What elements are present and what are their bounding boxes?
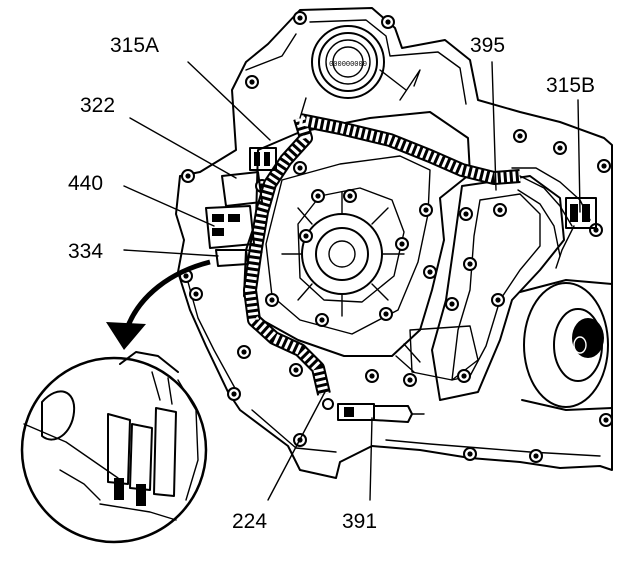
label-391: 391 [342, 510, 377, 533]
leader-322 [129, 117, 237, 179]
detail-inset [20, 351, 208, 544]
label-224: 224 [232, 510, 267, 533]
bearing: 000000000 [311, 25, 385, 99]
leader-334 [123, 249, 219, 257]
output-shaft [519, 279, 613, 411]
label-395: 395 [470, 34, 505, 57]
center-hub [281, 191, 405, 317]
sensor-391 [322, 398, 425, 423]
pressure-switch-assembly [205, 171, 263, 267]
leader-315b [577, 99, 581, 213]
bearing-text: 000000000 [329, 61, 367, 69]
bolts [179, 11, 613, 463]
detail-arrow [106, 259, 211, 350]
label-322: 322 [80, 94, 115, 117]
label-315a: 315A [110, 34, 159, 57]
label-440: 440 [68, 172, 103, 195]
leader-315a [187, 61, 271, 141]
connector-315a [249, 147, 277, 171]
label-334: 334 [68, 240, 103, 263]
wiring-harness [243, 97, 591, 396]
leader-391 [369, 417, 373, 501]
leader-224 [267, 389, 327, 501]
leader-395 [491, 61, 497, 191]
leader-lines [123, 61, 581, 501]
callout-labels: 315A 395 315B 322 440 334 224 391 [68, 34, 595, 533]
connector-315b [555, 197, 597, 269]
leader-440 [123, 185, 215, 227]
label-315b: 315B [546, 74, 595, 97]
